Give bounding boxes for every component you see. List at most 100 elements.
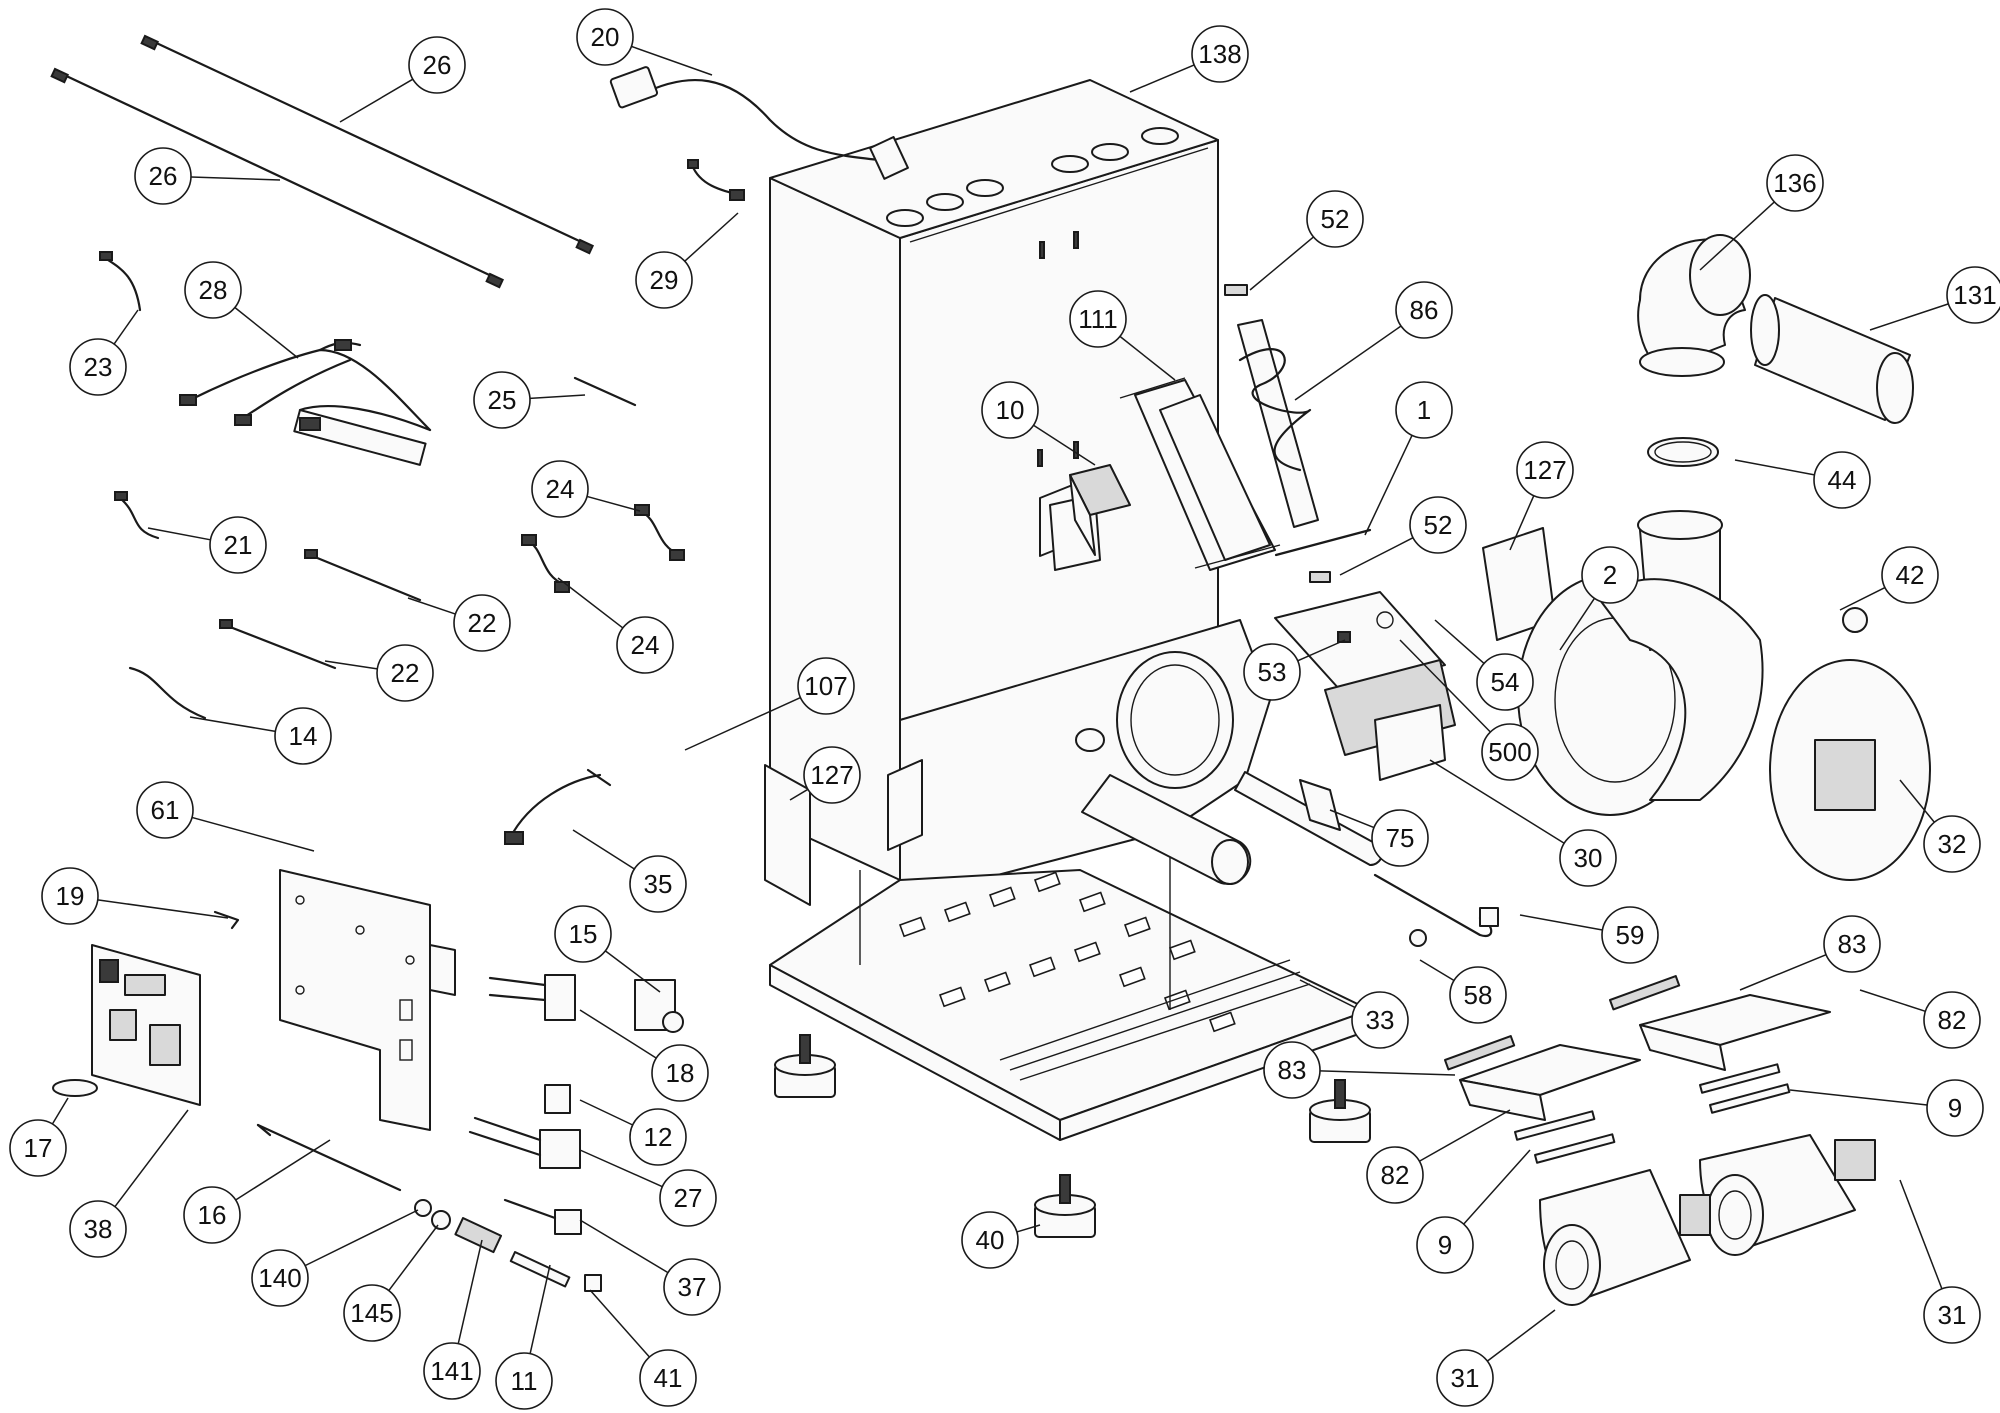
access-panel-left [764, 764, 811, 906]
callout-label: 14 [289, 721, 318, 751]
leader-line-19 [97, 899, 229, 919]
callout-circle [1481, 723, 1539, 781]
callout-40: 40 [961, 1211, 1019, 1269]
callout-label: 11 [511, 1366, 538, 1396]
burner-assembly [1274, 591, 1456, 781]
leader-line-40 [1016, 1224, 1041, 1233]
leader-line-23 [113, 309, 139, 345]
callout-label: 58 [1464, 980, 1493, 1010]
callout-label: 140 [258, 1263, 301, 1293]
callout-circle [1581, 546, 1639, 604]
callout-86: 86 [1395, 281, 1453, 339]
callout-label: 500 [1488, 737, 1531, 767]
callout-15: 15 [554, 905, 612, 963]
callout-52: 52 [1306, 190, 1364, 248]
part-17 [52, 1079, 98, 1097]
leader-line-32 [1899, 779, 1935, 823]
callout-32: 32 [1923, 815, 1981, 873]
callout-label: 54 [1491, 667, 1520, 697]
room-blowers [1444, 975, 1876, 1306]
callout-circle [1263, 1041, 1321, 1099]
callout-circle [1449, 966, 1507, 1024]
callout-26: 26 [134, 147, 192, 205]
callout-circle [1436, 1349, 1494, 1407]
callout-label: 61 [151, 795, 180, 825]
callout-label: 16 [198, 1200, 227, 1230]
callout-circle [576, 8, 634, 66]
leader-line-86 [1294, 325, 1402, 401]
callout-label: 22 [391, 658, 420, 688]
part-10 [1049, 464, 1131, 571]
control-bracket [279, 869, 456, 1131]
leader-line-38 [114, 1109, 189, 1208]
callout-label: 21 [224, 530, 253, 560]
callout-59: 59 [1601, 906, 1659, 964]
leveling-feet [774, 1034, 1371, 1238]
callout-82: 82 [1923, 991, 1981, 1049]
callout-31: 31 [1923, 1286, 1981, 1344]
leader-line-15 [604, 950, 661, 993]
callout-14: 14 [274, 707, 332, 765]
leader-line-75 [1329, 809, 1375, 829]
callout-label: 26 [149, 161, 178, 191]
callout-82: 82 [1366, 1146, 1424, 1204]
callout-label: 30 [1574, 843, 1603, 873]
leader-line-41 [589, 1289, 650, 1358]
callout-circle [1191, 25, 1249, 83]
callout-111: 111 [1069, 290, 1127, 348]
part-111 [1119, 377, 1281, 571]
combustion-blower [1517, 510, 1931, 881]
callout-label: 31 [1938, 1300, 1967, 1330]
callout-label: 83 [1838, 929, 1867, 959]
callout-17: 17 [9, 1119, 67, 1177]
callout-44: 44 [1813, 451, 1871, 509]
callout-label: 59 [1616, 920, 1645, 950]
callout-circle [1351, 991, 1409, 1049]
callout-label: 131 [1953, 280, 1996, 310]
callout-label: 44 [1828, 465, 1857, 495]
callout-42: 42 [1881, 546, 1939, 604]
callout-circle [1823, 915, 1881, 973]
callout-1: 1 [1395, 381, 1453, 439]
leader-line-500 [1399, 639, 1491, 733]
callout-24: 24 [531, 460, 589, 518]
callout-label: 24 [546, 474, 575, 504]
callout-circle [9, 1119, 67, 1177]
part-52-top [1224, 284, 1248, 296]
callout-circle [1559, 829, 1617, 887]
callout-circle [663, 1258, 721, 1316]
callout-83: 83 [1823, 915, 1881, 973]
leader-line-37 [579, 1219, 669, 1274]
callout-circle [1395, 281, 1453, 339]
callout-label: 24 [631, 630, 660, 660]
callout-circle [1371, 809, 1429, 867]
leader-line-9 [1463, 1149, 1531, 1225]
leader-line-145 [388, 1224, 439, 1292]
callout-label: 23 [84, 352, 113, 382]
callout-53: 53 [1243, 643, 1301, 701]
callout-22: 22 [376, 644, 434, 702]
callout-circle [554, 905, 612, 963]
leader-line-31 [1486, 1309, 1556, 1362]
callout-label: 127 [1523, 455, 1566, 485]
callout-label: 12 [644, 1122, 673, 1152]
leader-line-83 [1319, 1070, 1456, 1076]
leader-line-24 [557, 577, 624, 629]
leader-line-10 [1033, 424, 1096, 466]
leader-line-17 [51, 1097, 69, 1125]
callout-label: 37 [678, 1272, 707, 1302]
part-12 [544, 1084, 571, 1114]
callout-circle [274, 707, 332, 765]
leader-line-27 [579, 1149, 663, 1188]
callout-41: 41 [639, 1349, 697, 1407]
callout-label: 10 [996, 395, 1025, 425]
callout-11: 11 [495, 1352, 553, 1410]
callout-label: 53 [1258, 657, 1287, 687]
leader-line-131 [1869, 303, 1949, 331]
vent-pipes [1637, 234, 1914, 467]
leader-line-20 [631, 45, 713, 76]
callout-circle [651, 1044, 709, 1102]
callout-label: 136 [1773, 168, 1816, 198]
callout-33: 33 [1351, 991, 1409, 1049]
